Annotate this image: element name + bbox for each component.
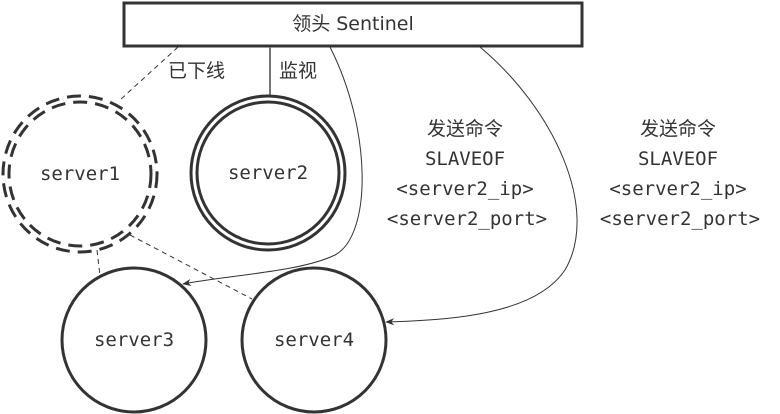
command-arg-ip: <server2_ip>: [396, 178, 533, 200]
server1-server4-link: [129, 234, 253, 300]
server3-label: server3: [94, 329, 174, 351]
command-name: SLAVEOF: [638, 148, 718, 170]
command-text-1: 发送命令 SLAVEOF <server2_ip> <server2_port>: [387, 118, 547, 230]
command-arg-ip: <server2_ip>: [609, 178, 746, 200]
server4-node: server4: [240, 266, 388, 414]
command-title: 发送命令: [427, 118, 503, 140]
server1-server3-link: [96, 249, 101, 277]
server1-label: server1: [40, 163, 120, 185]
command-arrow-server4: [385, 46, 578, 326]
leader-sentinel-box: 领头 Sentinel: [122, 1, 584, 48]
monitor-label: 监视: [279, 60, 317, 82]
server2-label: server2: [228, 162, 308, 184]
command-text-2: 发送命令 SLAVEOF <server2_ip> <server2_port>: [600, 118, 760, 230]
command-arrow-server3: [182, 46, 363, 287]
command-arg-port: <server2_port>: [600, 208, 760, 230]
command-arg-port: <server2_port>: [387, 208, 547, 230]
offline-link: [119, 46, 179, 101]
server3-node: server3: [60, 266, 208, 414]
leader-sentinel-label: 领头 Sentinel: [292, 13, 414, 35]
command-name: SLAVEOF: [425, 148, 505, 170]
offline-label: 已下线: [168, 60, 225, 82]
server1-node: server1: [1, 94, 159, 254]
command-title: 发送命令: [640, 118, 716, 140]
server4-label: server4: [274, 329, 354, 351]
server2-node: server2: [189, 94, 347, 252]
